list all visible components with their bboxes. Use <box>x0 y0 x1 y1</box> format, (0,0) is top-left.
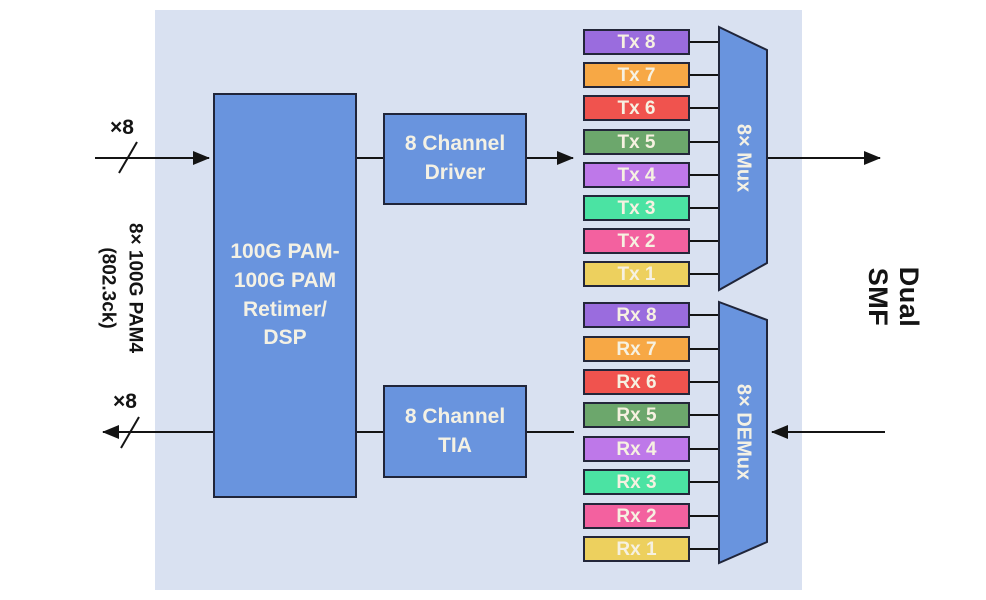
mux-label: 8× Mux <box>732 123 755 193</box>
tx-bus-width-label: ×8 <box>110 116 134 139</box>
tia-block: 8 Channel TIA <box>383 385 527 478</box>
tx-channel-2-label: Tx 2 <box>617 230 656 252</box>
demux-label: 8× DEMux <box>732 383 755 481</box>
rx-channel-3-label: Rx 3 <box>616 471 657 493</box>
rx-bus-width-label: ×8 <box>113 390 137 413</box>
rx-channel-8-label: Rx 8 <box>616 304 657 326</box>
rx-channel-5: Rx 5 <box>583 402 690 428</box>
dsp-block: 100G PAM- 100G PAM Retimer/ DSP <box>213 93 357 498</box>
driver-block: 8 Channel Driver <box>383 113 527 205</box>
rx-channel-5-label: Rx 5 <box>616 404 657 426</box>
tx-channel-2: Tx 2 <box>583 228 690 254</box>
tx-channel-3-label: Tx 3 <box>617 197 656 219</box>
rx-channel-4: Rx 4 <box>583 436 690 462</box>
rx-channel-6: Rx 6 <box>583 369 690 395</box>
tx-bus-slash <box>118 141 138 174</box>
rx-channel-7: Rx 7 <box>583 336 690 362</box>
rx-channel-8: Rx 8 <box>583 302 690 328</box>
dsp-label: 100G PAM- 100G PAM Retimer/ DSP <box>230 239 340 350</box>
dual-smf-label: Dual SMF <box>863 266 924 328</box>
tx-channel-7: Tx 7 <box>583 62 690 88</box>
tx-channel-1-label: Tx 1 <box>617 263 656 285</box>
rx-channel-2: Rx 2 <box>583 503 690 529</box>
tx-channel-7-label: Tx 7 <box>617 64 656 86</box>
tia-label: 8 Channel TIA <box>404 404 506 457</box>
host-interface-label: 8× 100G PAM4 (802.3ck) <box>98 222 146 354</box>
tx-channel-4-label: Tx 4 <box>617 164 656 186</box>
rx-channel-7-label: Rx 7 <box>616 338 657 360</box>
tx-channel-4: Tx 4 <box>583 162 690 188</box>
tx-channel-1: Tx 1 <box>583 261 690 287</box>
tx-channel-3: Tx 3 <box>583 195 690 221</box>
rx-channel-1: Rx 1 <box>583 536 690 562</box>
rx-channel-2-label: Rx 2 <box>616 505 657 527</box>
rx-channel-4-label: Rx 4 <box>616 438 657 460</box>
tx-channel-8: Tx 8 <box>583 29 690 55</box>
rx-bus-slash <box>120 416 140 449</box>
rx-channel-6-label: Rx 6 <box>616 371 657 393</box>
tx-channel-8-label: Tx 8 <box>617 31 656 53</box>
tx-channel-5: Tx 5 <box>583 129 690 155</box>
tx-channel-6-label: Tx 6 <box>617 97 656 119</box>
rx-channel-1-label: Rx 1 <box>616 538 657 560</box>
tx-channel-5-label: Tx 5 <box>617 131 656 153</box>
rx-channel-3: Rx 3 <box>583 469 690 495</box>
driver-label: 8 Channel Driver <box>404 132 506 184</box>
tx-channel-6: Tx 6 <box>583 95 690 121</box>
